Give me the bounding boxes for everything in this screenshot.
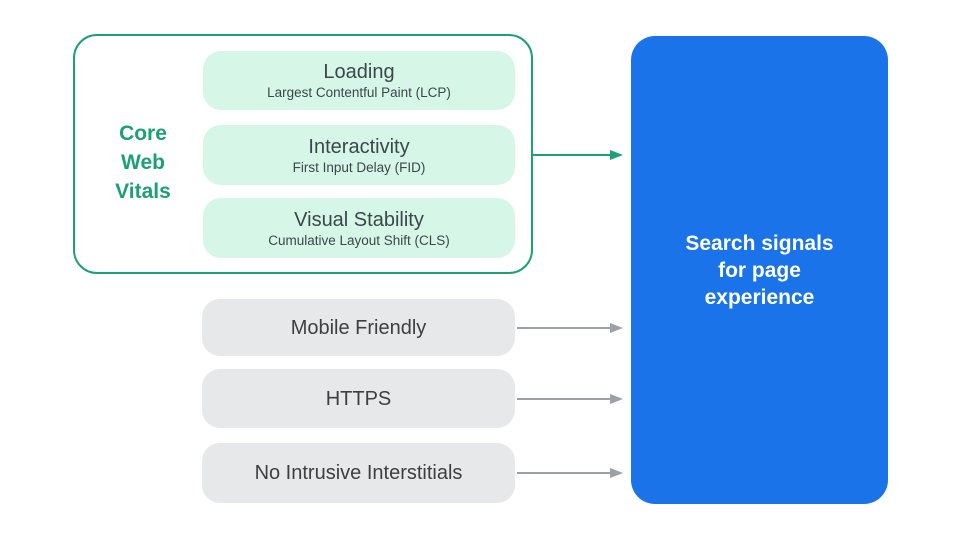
arrow-shaft	[517, 472, 610, 474]
no-intrusive-interstitials-pill: No Intrusive Interstitials	[202, 443, 515, 503]
search-signals-box: Search signals for page experience	[631, 36, 888, 504]
interactivity-subtitle: First Input Delay (FID)	[292, 159, 426, 175]
loading-title: Loading	[323, 61, 395, 83]
loading-subtitle: Largest Contentful Paint (LCP)	[267, 85, 451, 100]
loading-pill: Loading Largest Contentful Paint (LCP)	[203, 51, 515, 110]
arrow-shaft	[517, 398, 610, 400]
arrow-head-icon	[610, 468, 623, 478]
core-web-vitals-arrow-icon	[533, 149, 623, 161]
https-arrow-icon	[517, 393, 623, 405]
arrow-shaft	[533, 154, 610, 156]
https-pill: HTTPS	[202, 369, 515, 428]
https-label: HTTPS	[325, 387, 392, 410]
mobile-friendly-pill: Mobile Friendly	[202, 299, 515, 356]
visual-stability-subtitle: Cumulative Layout Shift (CLS)	[268, 232, 450, 248]
visual-stability-title: Visual Stability	[294, 208, 424, 231]
mobile-friendly-label: Mobile Friendly	[290, 316, 427, 339]
visual-stability-pill: Visual Stability Cumulative Layout Shift…	[203, 198, 515, 258]
interactivity-title: Interactivity	[308, 135, 410, 158]
search-signals-label: Search signals for page experience	[685, 231, 834, 309]
arrow-head-icon	[610, 150, 623, 160]
no-intrusive-interstitials-label: No Intrusive Interstitials	[254, 462, 463, 484]
arrow-shaft	[517, 327, 610, 329]
arrow-head-icon	[610, 394, 623, 404]
arrow-head-icon	[610, 323, 623, 333]
no-intrusive-interstitials-arrow-icon	[517, 467, 623, 479]
interactivity-pill: Interactivity First Input Delay (FID)	[203, 125, 515, 185]
mobile-friendly-arrow-icon	[517, 322, 623, 334]
core-web-vitals-label: Core Web Vitals	[115, 122, 171, 203]
